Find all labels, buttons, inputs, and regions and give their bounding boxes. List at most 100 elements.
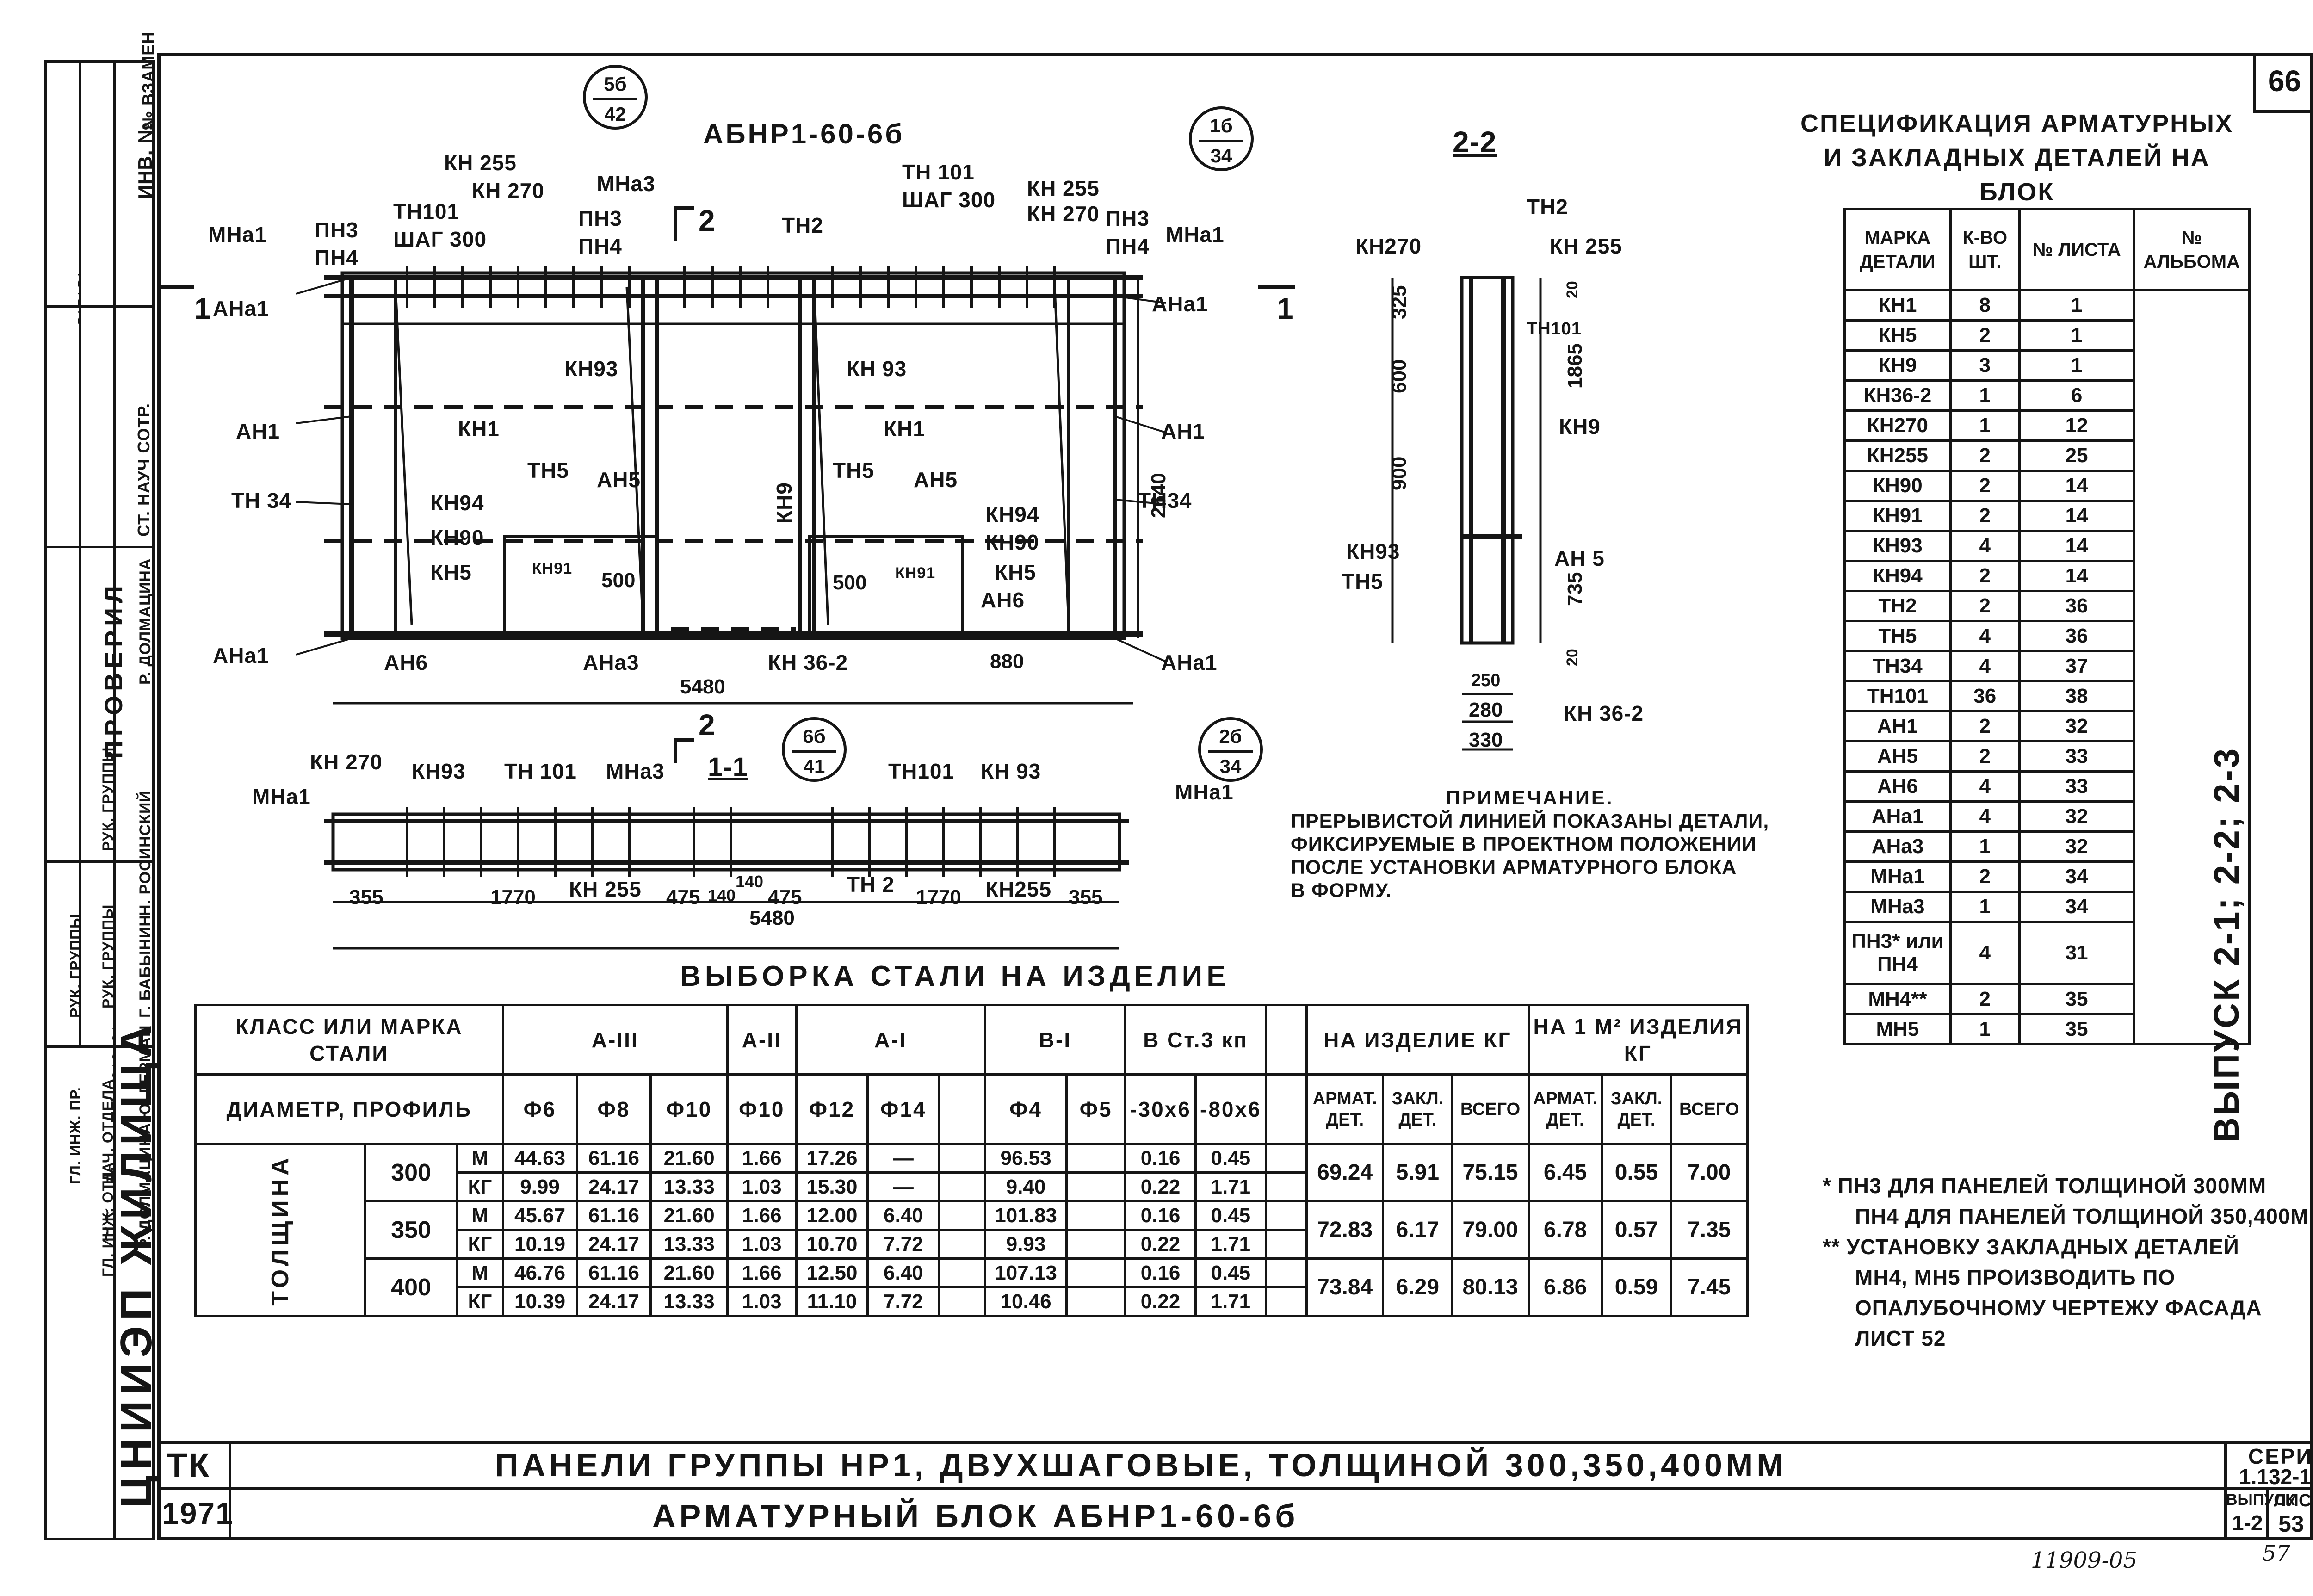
dimension-label: 325	[1388, 285, 1410, 319]
dimension-label: 5480	[680, 675, 725, 698]
part-label: КН94	[430, 491, 484, 515]
section-1-1-title: 1-1	[708, 752, 748, 782]
steel-value: 10.39	[501, 1286, 578, 1317]
note-line: ПОСЛЕ УСТАНОВКИ АРМАТУРНОГО БЛОКА	[1291, 856, 1737, 878]
steel-profile: Ф10	[726, 1073, 798, 1145]
steel-total: 7.45	[1670, 1257, 1749, 1317]
steel-total: 7.00	[1670, 1143, 1749, 1202]
steel-value: 1.66	[726, 1257, 798, 1288]
spec-cell: 34	[2018, 860, 2135, 893]
stamp-divider	[44, 860, 155, 863]
steel-value: —	[866, 1171, 940, 1202]
steel-value: 61.16	[575, 1257, 652, 1288]
steel-total: 7.35	[1670, 1200, 1749, 1260]
steel-total: 80.13	[1451, 1257, 1530, 1317]
stamp-divider	[113, 60, 116, 1540]
steel-value: 1.66	[726, 1143, 798, 1174]
steel-value: 0.45	[1194, 1257, 1267, 1288]
dimension-label: 280	[1469, 699, 1503, 721]
spec-cell: 1	[1949, 891, 2021, 923]
part-label: ТН 101	[902, 160, 975, 184]
steel-value: 0.45	[1194, 1200, 1267, 1231]
footnote: ** УСТАНОВКУ ЗАКЛАДНЫХ ДЕТАЛЕЙ	[1823, 1235, 2239, 1259]
steel-profile: Ф14	[866, 1073, 940, 1145]
dimension-label: 1770	[916, 886, 961, 909]
part-label: АН1	[236, 419, 280, 443]
part-label: КН91	[895, 564, 936, 582]
steel-value	[1264, 1143, 1308, 1174]
part-label: ТН2	[1527, 195, 1568, 219]
steel-table: КЛАСС ИЛИ МАРКА СТАЛИ А-III А-II А-I В-I…	[194, 1004, 1749, 1317]
part-label: МНа1	[208, 223, 267, 247]
steel-value: 0.16	[1124, 1143, 1197, 1174]
footnotes: * ПН3 ДЛЯ ПАНЕЛЕЙ ТОЛЩИНОЙ 300ММ ПН4 ДЛЯ…	[1823, 1170, 2313, 1354]
steel-profile: Ф6	[501, 1073, 578, 1145]
steel-value: 46.76	[501, 1257, 578, 1288]
unit-cell: М	[456, 1200, 504, 1231]
spec-cell: МН4**	[1843, 983, 1952, 1015]
part-label: ТН101	[1527, 319, 1582, 339]
spec-cell: 2	[1949, 983, 2021, 1015]
part-label: КН93	[564, 357, 618, 381]
spec-cell: 32	[2018, 830, 2135, 863]
steel-value	[1264, 1200, 1308, 1231]
steel-class: А-I	[795, 1004, 986, 1076]
part-label: ПН3	[578, 206, 622, 230]
spec-cell: АН6	[1843, 770, 1952, 803]
spec-cell: 1	[2018, 289, 2135, 322]
part-label: ТН101	[393, 199, 460, 223]
part-label: ТН5	[527, 458, 569, 483]
corner-number: 57	[2262, 1540, 2291, 1566]
spec-cell: 1	[1949, 1013, 2021, 1045]
spec-album-cell	[2133, 289, 2251, 1045]
cut-marker: 2	[699, 204, 716, 237]
title-line-1: ПАНЕЛИ ГРУППЫ НР1, ДВУХШАГОВЫЕ, ТОЛЩИНОЙ…	[495, 1447, 1787, 1483]
steel-value	[938, 1257, 986, 1288]
spec-cell: 2	[1949, 439, 2021, 472]
seria-number: 1.132-1	[2239, 1465, 2312, 1489]
stamp-divider	[44, 546, 155, 548]
dimension-label: 20	[1564, 649, 1581, 666]
part-label: КН90	[985, 530, 1039, 554]
note-line: ПРЕРЫВИСТОЙ ЛИНИЕЙ ПОКАЗАНЫ ДЕТАЛИ,	[1291, 810, 1769, 832]
steel-profile: Ф12	[795, 1073, 869, 1145]
steel-value: 101.83	[983, 1200, 1068, 1231]
steel-profile: Ф10	[649, 1073, 729, 1145]
part-label: КН9	[772, 482, 796, 524]
spec-cell: 1	[1949, 830, 2021, 863]
part-label: МНа1	[252, 785, 311, 809]
steel-header: НА ИЗДЕЛИЕ КГ	[1305, 1004, 1530, 1076]
dimension-label: 330	[1469, 729, 1503, 751]
vypusk-number: 1-2	[2232, 1511, 2263, 1535]
spec-cell: МНа1	[1843, 860, 1952, 893]
stamp-frame	[44, 60, 155, 1540]
steel-total: 6.29	[1382, 1257, 1453, 1317]
unit-cell: КГ	[456, 1171, 504, 1202]
steel-value	[1264, 1229, 1308, 1260]
dimension-label: 140	[708, 886, 736, 905]
steel-value: 12.00	[795, 1200, 869, 1231]
spec-cell: АНа1	[1843, 800, 1952, 833]
part-label: ТН 101	[504, 759, 577, 783]
spec-cell: 32	[2018, 710, 2135, 742]
part-label: ПН3	[1106, 206, 1150, 230]
spec-cell: 6	[2018, 379, 2135, 412]
part-label: КН 255	[1550, 234, 1622, 258]
steel-profile: -80х6	[1194, 1073, 1267, 1145]
steel-class: В-I	[983, 1004, 1127, 1076]
unit-cell: КГ	[456, 1229, 504, 1260]
stamp-divider	[79, 60, 81, 1045]
steel-value: 21.60	[649, 1200, 729, 1231]
steel-class: А-II	[726, 1004, 798, 1076]
